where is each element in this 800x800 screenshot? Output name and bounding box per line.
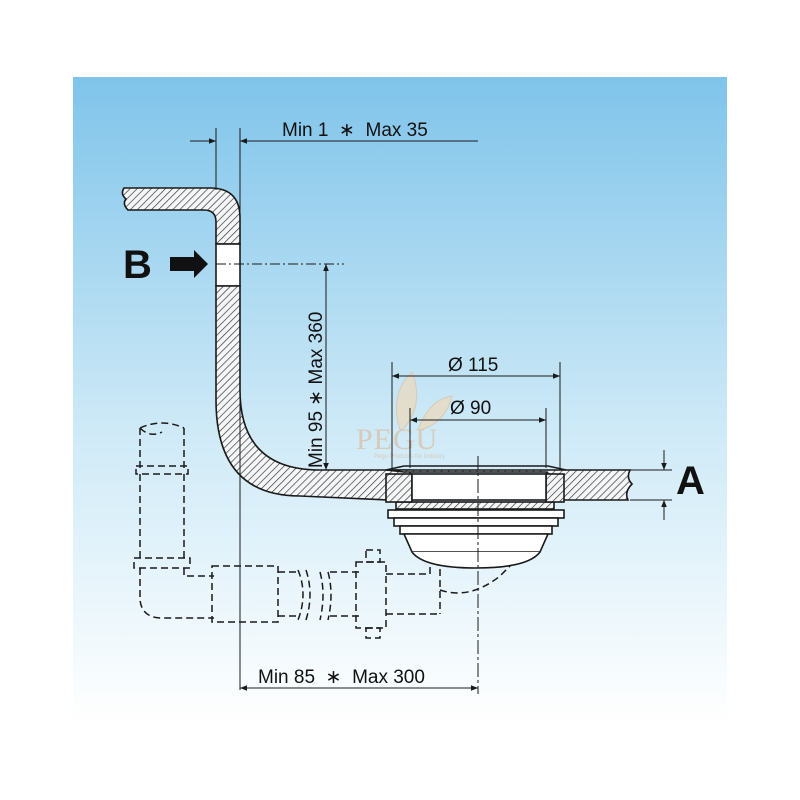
sink-floor: [385, 465, 634, 503]
strainer-body: [387, 501, 565, 569]
outer-diameter-label: Ø 115: [448, 355, 498, 376]
bottom-dimension-label: Min 85 ∗ Max 300: [258, 667, 425, 688]
dimension-lines: [190, 128, 672, 694]
marker-b-label: B: [123, 243, 152, 287]
inner-diameter-label: Ø 90: [450, 398, 491, 419]
arrow-right-icon: [170, 250, 208, 278]
drain-trap-dashed: [133, 422, 521, 639]
top-dimension-label: Min 1 ∗ Max 35: [282, 120, 428, 141]
watermark-brand: PEGU: [356, 423, 438, 456]
vertical-dimension-label: Min 95 ∗ Max 360: [306, 312, 327, 468]
marker-a-label: A: [676, 459, 705, 503]
